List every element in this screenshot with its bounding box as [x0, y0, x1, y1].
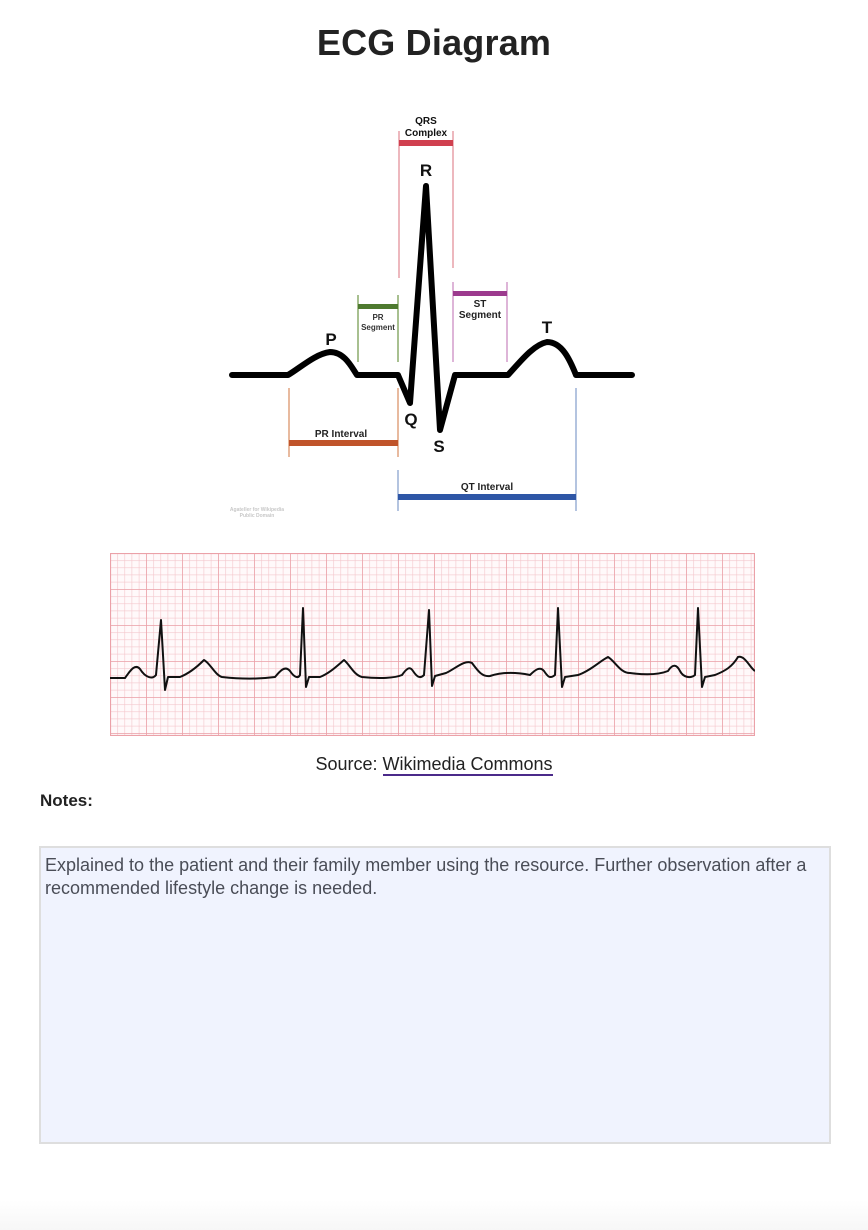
st-segment-label-line1: ST — [474, 299, 487, 310]
strip-trace — [110, 607, 755, 691]
pr-segment-label-line1: PR — [372, 313, 383, 322]
image-credit-line2: Public Domain — [240, 513, 275, 519]
page-title: ECG Diagram — [316, 22, 552, 63]
qrs-complex-marker: QRS Complex — [398, 116, 454, 278]
qrs-label-line2: Complex — [405, 128, 448, 139]
s-wave-label: S — [433, 437, 444, 456]
image-credit-line1: Agateller for Wikipedia — [230, 507, 284, 513]
st-segment-marker: ST Segment — [452, 282, 508, 362]
qt-interval-label: QT Interval — [461, 482, 513, 493]
ecg-waveform-trace — [229, 183, 635, 433]
qt-interval-marker: QT Interval — [397, 388, 577, 511]
image-source: Source: Wikimedia Commons — [0, 754, 868, 776]
pr-interval-marker: PR Interval — [288, 388, 399, 457]
wikimedia-commons-link[interactable]: Wikimedia Commons — [382, 754, 553, 776]
t-wave-label: T — [542, 318, 553, 337]
q-wave-label: Q — [404, 410, 417, 429]
notes-label: Notes: — [40, 791, 93, 810]
st-segment-label-line2: Segment — [459, 310, 502, 321]
qrs-label-line1: QRS — [415, 116, 437, 127]
notes-textarea[interactable]: Explained to the patient and their famil… — [39, 846, 831, 1144]
p-wave-label: P — [325, 330, 336, 349]
ecg-labeled-diagram: QRS Complex PR Segment ST Segment PR Int… — [229, 116, 635, 519]
pr-interval-label: PR Interval — [315, 429, 367, 440]
ecg-rhythm-strip — [110, 553, 755, 736]
source-prefix: Source: — [315, 754, 383, 774]
pr-segment-label-line2: Segment — [361, 323, 395, 332]
pr-segment-marker: PR Segment — [357, 295, 399, 362]
page-footer-fade — [0, 1200, 868, 1230]
r-wave-label: R — [420, 161, 432, 180]
strip-grid — [110, 553, 755, 736]
